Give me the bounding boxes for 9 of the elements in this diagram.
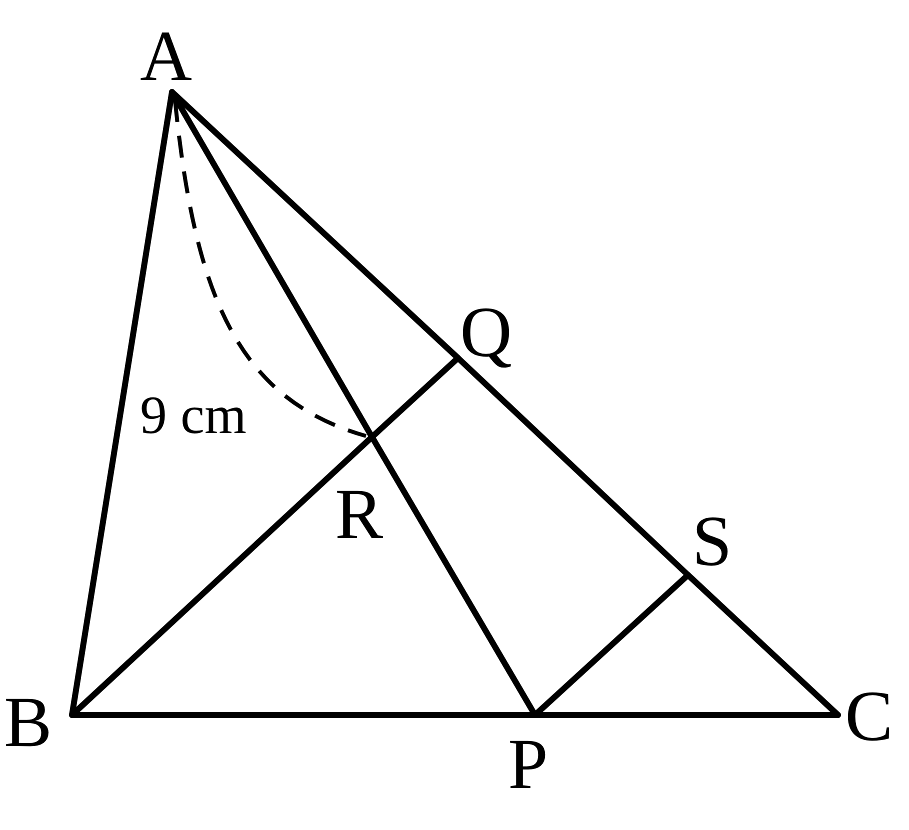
line-segment: [455, 355, 691, 578]
point-label: S: [692, 505, 732, 577]
point-label: B: [4, 686, 52, 758]
point-label: A: [140, 20, 192, 92]
point-label: P: [508, 728, 548, 800]
point-label: R: [335, 478, 384, 550]
point-label: C: [845, 680, 894, 752]
point-label: Q: [460, 296, 512, 368]
dimension-label: 9 cm: [140, 388, 246, 442]
